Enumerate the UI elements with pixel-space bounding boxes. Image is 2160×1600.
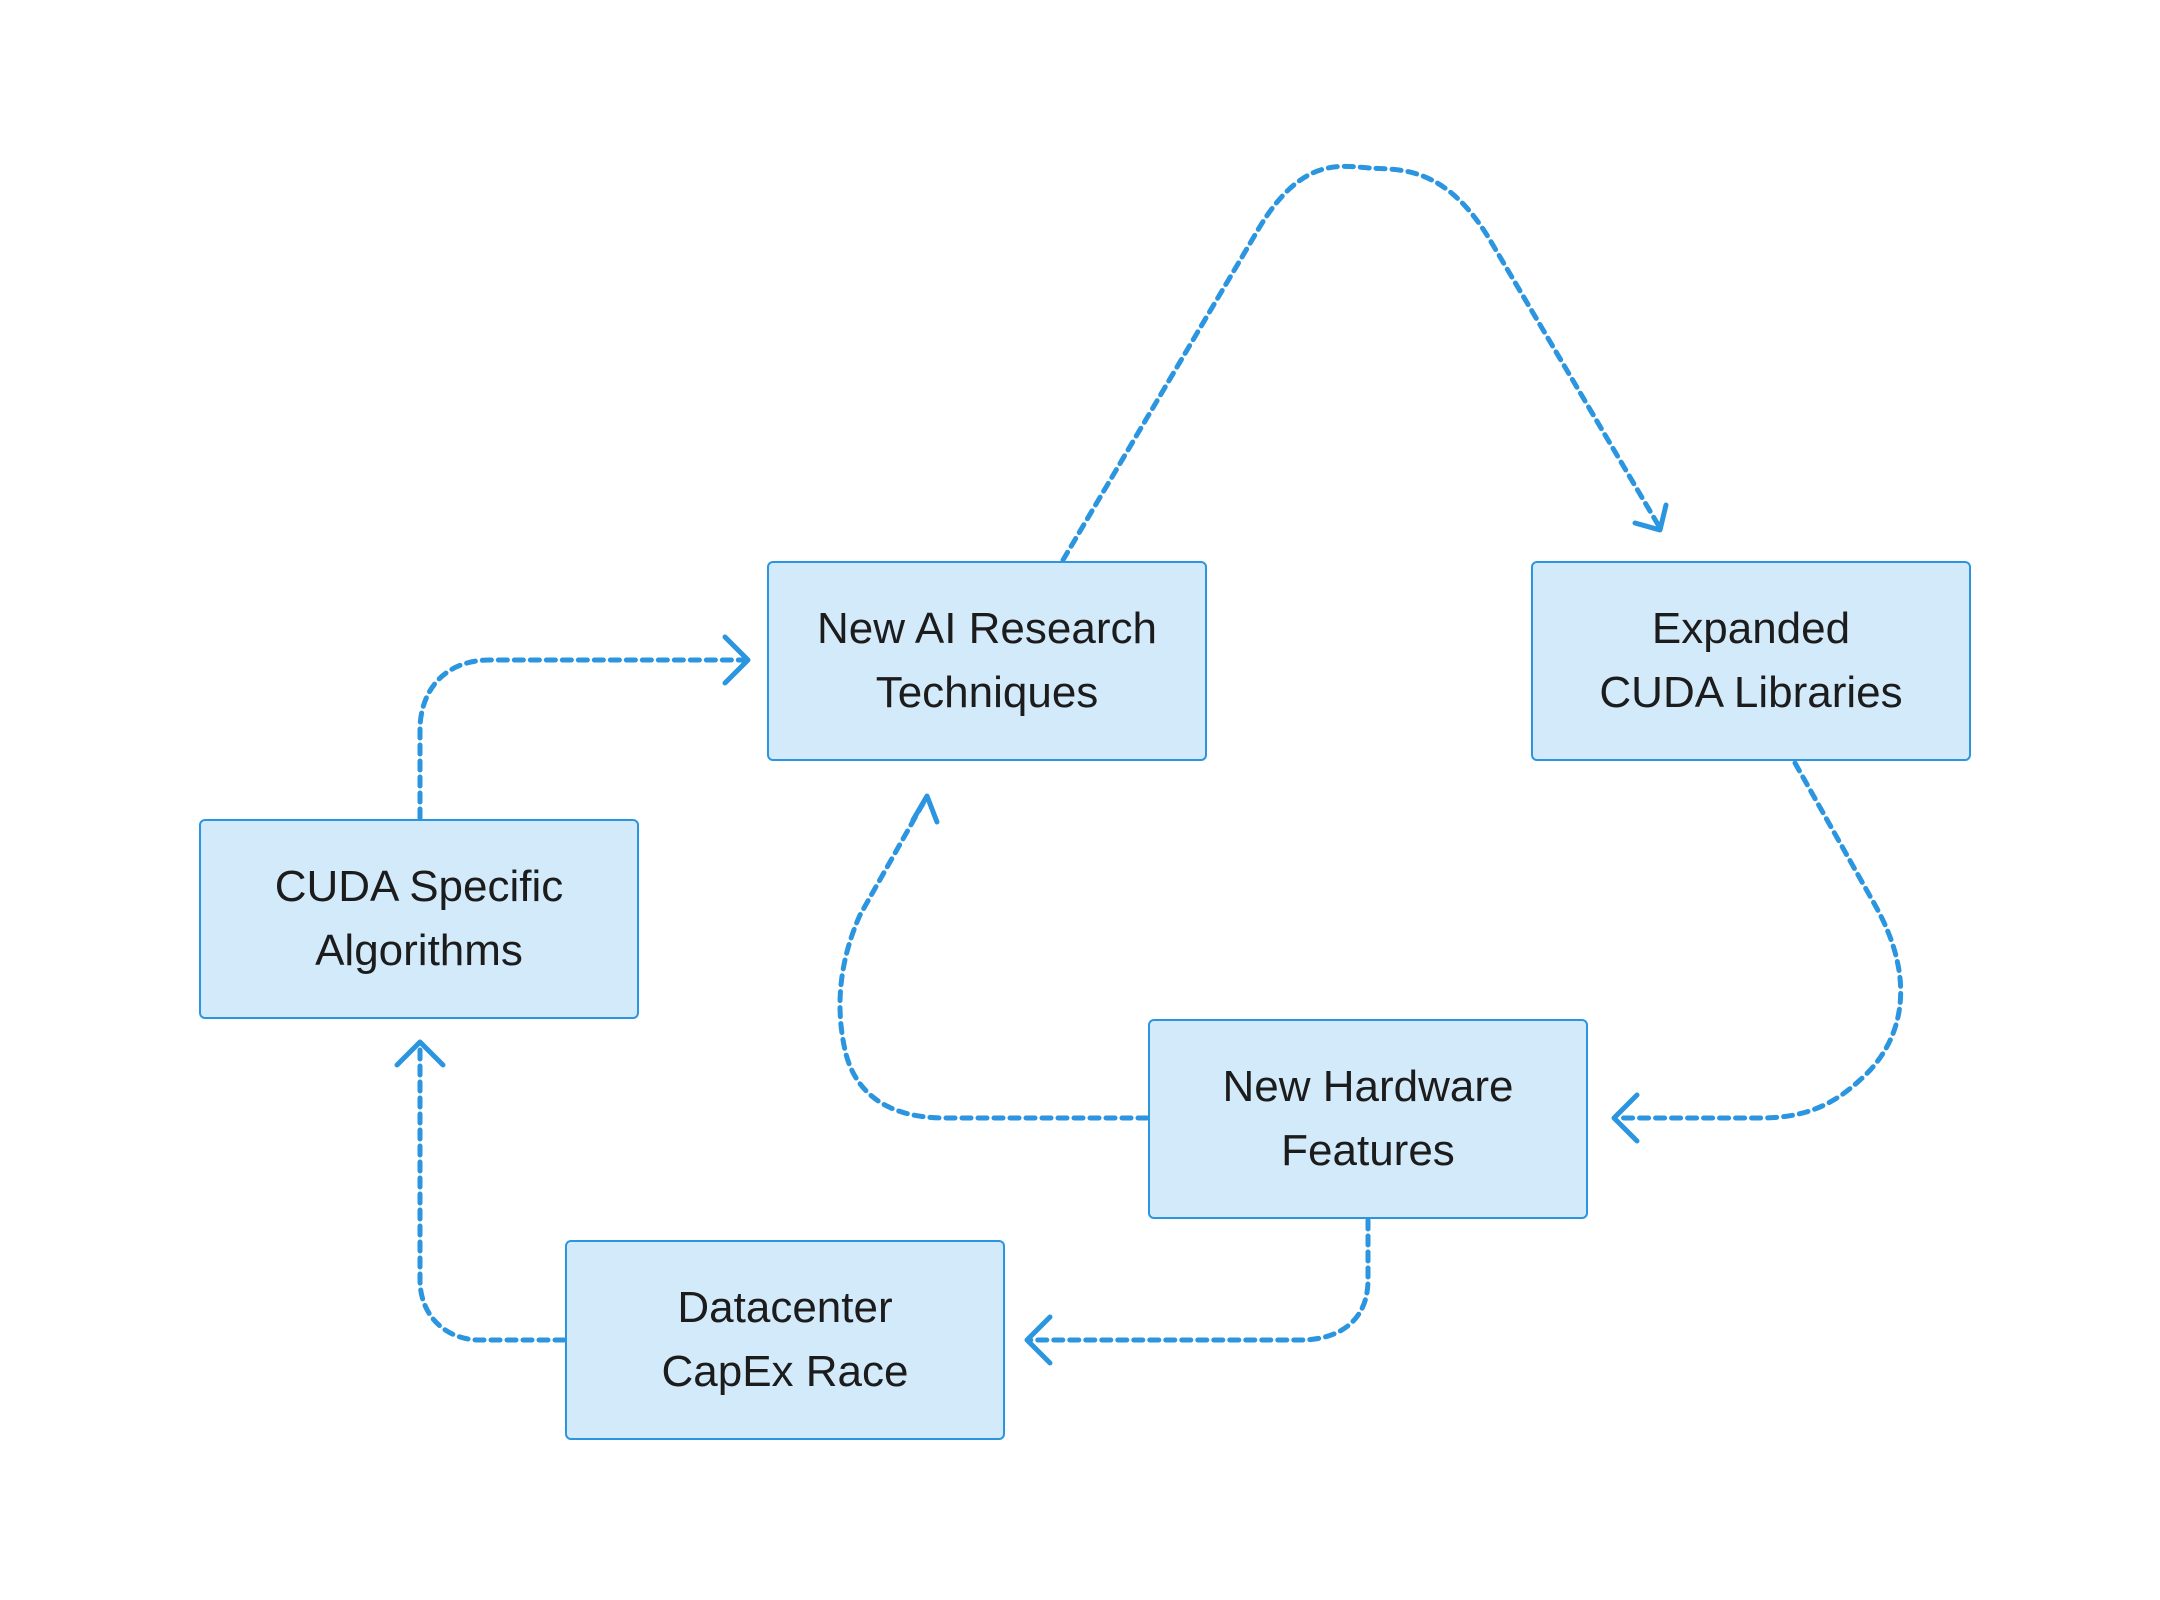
node-new-ai-research-techniques: New AI Research Techniques <box>767 561 1207 761</box>
edge-hardware-to-research <box>837 797 1150 1121</box>
arrowhead-research-bottom <box>910 793 940 825</box>
edge-cuda-algo-to-research <box>417 657 748 821</box>
arrowhead-hardware <box>1611 1092 1640 1144</box>
edge-capex-to-cuda-algo <box>417 1042 567 1343</box>
node-label-line1: Datacenter <box>677 1283 893 1332</box>
arrowhead-libraries <box>1632 502 1669 533</box>
edge-libraries-to-hardware <box>1617 760 1904 1121</box>
arrowhead-research-left <box>722 634 751 686</box>
arrowhead-cuda-algo <box>394 1039 446 1068</box>
node-label-line2: Algorithms <box>315 926 523 975</box>
node-label-line1: New Hardware <box>1222 1062 1514 1111</box>
node-cuda-specific-algorithms: CUDA Specific Algorithms <box>199 819 639 1019</box>
edge-hardware-to-capex <box>1027 1217 1371 1343</box>
node-label-line2: CapEx Race <box>661 1347 909 1396</box>
node-label-line1: CUDA Specific <box>274 862 564 911</box>
node-label-line2: CUDA Libraries <box>1599 668 1903 717</box>
node-datacenter-capex-race: Datacenter CapEx Race <box>565 1240 1005 1440</box>
node-label-line1: Expanded <box>1651 604 1851 653</box>
node-label-line2: Features <box>1281 1126 1455 1175</box>
edge-research-to-libraries <box>1060 163 1663 563</box>
arrowhead-capex <box>1024 1314 1053 1366</box>
node-new-hardware-features: New Hardware Features <box>1148 1019 1588 1219</box>
node-expanded-cuda-libraries: Expanded CUDA Libraries <box>1531 561 1971 761</box>
node-label-line2: Techniques <box>875 668 1099 717</box>
node-label-line1: New AI Research <box>817 604 1157 653</box>
